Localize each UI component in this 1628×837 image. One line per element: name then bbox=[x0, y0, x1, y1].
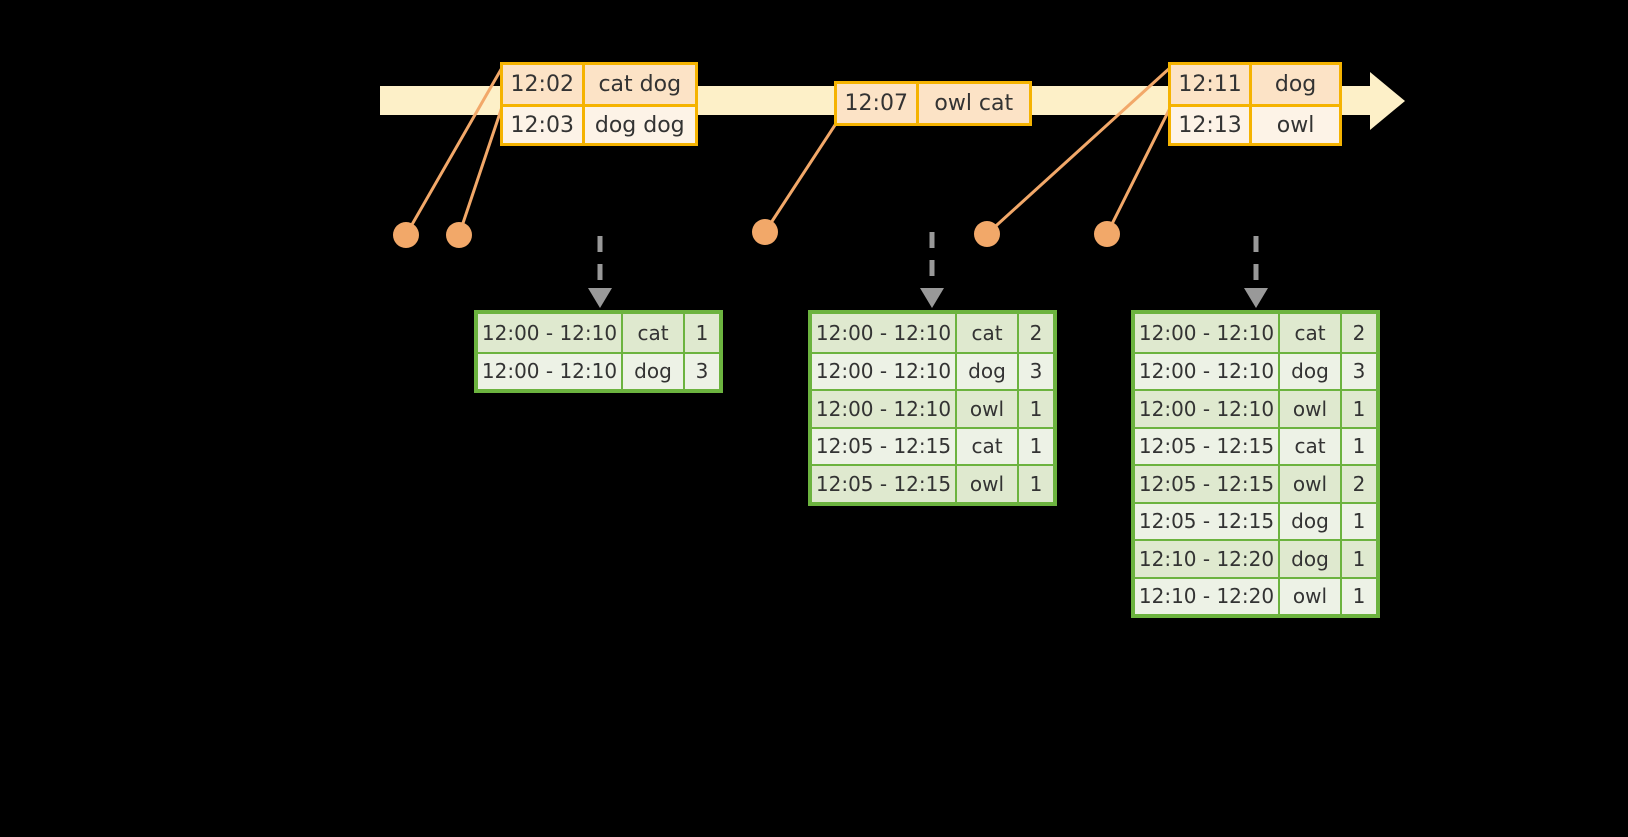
cell-window: 12:00 - 12:10 bbox=[812, 391, 957, 427]
timeline-arrow-icon bbox=[1370, 72, 1405, 130]
cell-word: cat bbox=[623, 314, 685, 352]
event-box-third[interactable]: 12:11 dog 12:13 owl bbox=[1168, 62, 1342, 146]
cell-window: 12:00 - 12:10 bbox=[1135, 314, 1280, 352]
cell-word: owl bbox=[957, 391, 1019, 427]
cell-count: 3 bbox=[1352, 359, 1366, 384]
cell-count: 1 bbox=[1352, 546, 1366, 571]
cell-count: 1 bbox=[1352, 396, 1366, 421]
cell-word: cat bbox=[957, 428, 1019, 464]
dashed-arrow-head-3 bbox=[1244, 288, 1268, 308]
event-words: dog bbox=[1274, 72, 1317, 97]
cell-window: 12:00 - 12:10 bbox=[478, 314, 623, 352]
dashed-arrow-head-2 bbox=[920, 288, 944, 308]
cell-window: 12:05 - 12:15 bbox=[812, 428, 957, 464]
cell-count: 1 bbox=[1029, 434, 1043, 459]
cell-count: 1 bbox=[1352, 434, 1366, 459]
connector-line-3 bbox=[763, 121, 839, 233]
event-row: 12:02 cat dog bbox=[503, 65, 695, 104]
cell-word: dog bbox=[1280, 503, 1342, 539]
cell-word: owl bbox=[1280, 466, 1342, 502]
cell-count: 1 bbox=[1352, 509, 1366, 534]
cell-window: 12:10 - 12:20 bbox=[1135, 541, 1280, 577]
dashed-arrow-head-1 bbox=[588, 288, 612, 308]
event-words: owl cat bbox=[934, 91, 1014, 116]
cell-window: 12:05 - 12:15 bbox=[1135, 466, 1280, 502]
cell-window: 12:10 - 12:20 bbox=[1135, 578, 1280, 614]
event-box-first[interactable]: 12:02 cat dog 12:03 dog dog bbox=[500, 62, 698, 146]
cell-count: 2 bbox=[1029, 320, 1043, 345]
event-time: 12:02 bbox=[503, 65, 585, 104]
cell-word: cat bbox=[1280, 314, 1342, 352]
cell-word: cat bbox=[957, 314, 1019, 352]
event-words: cat dog bbox=[598, 72, 682, 97]
event-time: 12:13 bbox=[1171, 107, 1253, 143]
cell-word: dog bbox=[957, 353, 1019, 389]
cell-word: cat bbox=[1280, 428, 1342, 464]
cell-count: 2 bbox=[1352, 320, 1366, 345]
cell-count: 1 bbox=[1352, 584, 1366, 609]
connector-dot-1 bbox=[393, 222, 419, 248]
cell-window: 12:05 - 12:15 bbox=[812, 466, 957, 502]
cell-window: 12:05 - 12:15 bbox=[1135, 428, 1280, 464]
event-time: 12:07 bbox=[837, 84, 919, 123]
cell-word: owl bbox=[1280, 391, 1342, 427]
cell-count: 3 bbox=[1029, 359, 1043, 384]
event-row: 12:13 owl bbox=[1171, 104, 1339, 143]
cell-word: owl bbox=[957, 466, 1019, 502]
cell-window: 12:00 - 12:10 bbox=[478, 353, 623, 389]
connector-dot-5 bbox=[1094, 221, 1120, 247]
event-row: 12:07 owl cat bbox=[837, 84, 1029, 123]
cell-window: 12:05 - 12:15 bbox=[1135, 503, 1280, 539]
cell-count: 3 bbox=[695, 359, 709, 384]
cell-window: 12:00 - 12:10 bbox=[812, 314, 957, 352]
connector-line-2 bbox=[457, 103, 505, 236]
event-box-second[interactable]: 12:07 owl cat bbox=[834, 81, 1032, 126]
event-words: owl bbox=[1276, 112, 1315, 138]
cell-count: 1 bbox=[1029, 396, 1043, 421]
connector-dot-4 bbox=[974, 221, 1000, 247]
cell-word: dog bbox=[623, 353, 685, 389]
event-row: 12:03 dog dog bbox=[503, 104, 695, 143]
cell-count: 2 bbox=[1352, 471, 1366, 496]
cell-word: dog bbox=[1280, 541, 1342, 577]
cell-word: dog bbox=[1280, 353, 1342, 389]
connector-dot-2 bbox=[446, 222, 472, 248]
event-time: 12:03 bbox=[503, 107, 585, 143]
event-time: 12:11 bbox=[1171, 65, 1253, 104]
cell-window: 12:00 - 12:10 bbox=[1135, 391, 1280, 427]
cell-window: 12:00 - 12:10 bbox=[812, 353, 957, 389]
event-row: 12:11 dog bbox=[1171, 65, 1339, 104]
cell-count: 1 bbox=[695, 320, 709, 345]
event-words: dog dog bbox=[594, 112, 685, 138]
connector-dot-3 bbox=[752, 219, 778, 245]
cell-window: 12:00 - 12:10 bbox=[1135, 353, 1280, 389]
connector-line-5 bbox=[1105, 103, 1174, 235]
cell-count: 1 bbox=[1029, 471, 1043, 496]
cell-word: owl bbox=[1280, 578, 1342, 614]
